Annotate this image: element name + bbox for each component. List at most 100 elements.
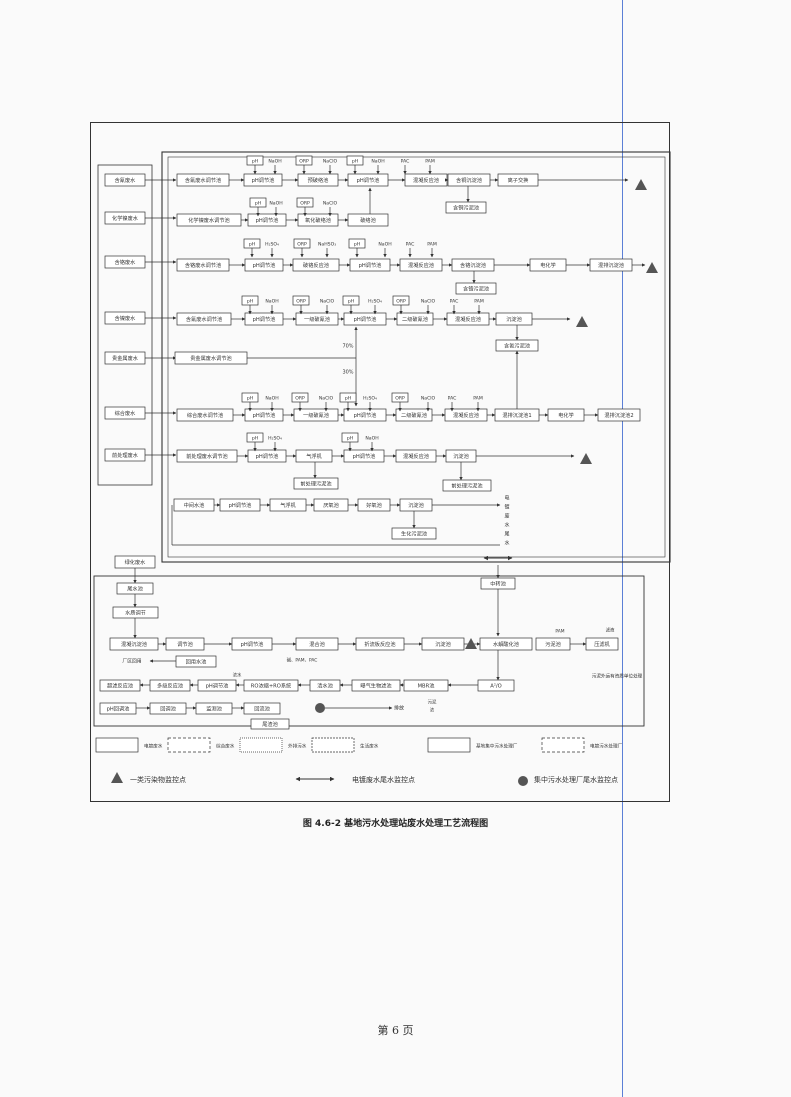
reuse-pool-label: 回用水池 — [186, 658, 207, 666]
row3-dose-7: PAM — [427, 242, 437, 248]
source-precious-metal-label: 贵金属废水 — [112, 354, 139, 362]
row1-dose-5: NaOH — [371, 159, 384, 165]
legend-box-4 — [427, 737, 471, 753]
lower-main-6-label: 水解酸化池 — [493, 640, 519, 648]
row1-dose-2: ORP — [299, 159, 309, 165]
plant-reuse: 厂区回用 — [122, 659, 141, 665]
row7-dose-0: pH — [252, 436, 258, 442]
source-nickel-label: 含镍废水 — [115, 314, 137, 322]
discharge-label: 排放 — [394, 705, 404, 712]
lower-main-7-label: 污泥池 — [545, 640, 561, 648]
row6-unit-1-label: pH调节池 — [253, 411, 276, 419]
row6-dose-3: NaClO — [319, 396, 334, 402]
legend-marker-0: 一类污染物监控点 — [130, 775, 186, 784]
row8-sludge-label: 生化污泥池 — [401, 530, 427, 538]
row1-unit-3-label: pH调节池 — [357, 176, 380, 184]
row8-outlet-char-0: 电 — [504, 495, 509, 502]
row2-dose-2: ORP — [300, 201, 310, 207]
row6-dose-4: pH — [345, 396, 351, 402]
lower-second-6-label: MBR池 — [418, 682, 435, 690]
plating-plant-frame — [161, 151, 671, 563]
row8-outlet-char-1: 镀 — [504, 504, 509, 511]
lower-second-0-label: 超滤反应池 — [107, 682, 133, 690]
lower-second-7-label: A²/O — [490, 684, 501, 690]
row1-unit-6-label: 离子交换 — [508, 176, 530, 184]
row1-dose-0: pH — [252, 159, 258, 165]
row3-dose-0: pH — [249, 242, 255, 248]
row3-dose-5: NaOH — [378, 242, 391, 248]
row1-dose-3: NaClO — [323, 159, 338, 165]
legend-text-4: 基地集中污水处理厂 — [476, 743, 518, 750]
row3-sludge-label: 含铬污泥池 — [463, 285, 489, 293]
legend-marker-2: 集中污水处理厂尾水监控点 — [534, 775, 618, 784]
lower-second-5-label: 曝气生物滤池 — [360, 682, 391, 690]
row8-unit-3-label: 厌氧池 — [323, 501, 339, 509]
row3-monitor-triangle — [646, 262, 658, 273]
row3-unit-0-label: 含铬废水调节池 — [185, 261, 221, 269]
row1-unit-0-label: 含氰废水调节池 — [185, 176, 221, 184]
lower-second-7 — [477, 679, 515, 692]
row4-dose-6: ORP — [396, 299, 406, 305]
row7-sludge-b — [442, 479, 492, 492]
row2-unit-0-label: 化学镍废水调节池 — [188, 216, 230, 224]
legend-box-3 — [311, 737, 355, 753]
row6-dose-5: H₂SO₄ — [363, 396, 377, 402]
row3-sludge — [455, 282, 497, 295]
central-tail-monitor-circle — [315, 703, 325, 713]
figure-caption: 图 4.6-2 基地污水处理站废水处理工艺流程图 — [302, 819, 489, 829]
row5-ratio-a: 70% — [342, 344, 353, 350]
residue-pool-label: 尾渣池 — [262, 720, 278, 728]
row6-unit-6-label: 混排沉淀池1 — [502, 411, 531, 419]
row3-dose-4: pH — [354, 242, 360, 248]
scan-margin-line — [622, 0, 623, 1097]
row4-dose-8: PAC — [450, 299, 459, 305]
row3-dose-3: NaHSO₃ — [318, 242, 336, 248]
lower-second-3-label: RO浓缩+RO系统 — [251, 682, 291, 690]
row3-unit-2-label: 破铬反应池 — [303, 261, 329, 269]
row4-dose-9: PAM — [474, 299, 484, 305]
legend-marker-1: 电镀废水尾水监控点 — [352, 775, 415, 784]
row1-unit-2-label: 预破络池 — [308, 176, 329, 184]
row4-dose-7: NaClO — [421, 299, 436, 305]
row6-unit-0-label: 综合废水调节池 — [187, 411, 223, 419]
row4-sludge-label: 含氰污泥池 — [504, 342, 530, 350]
row5-unit-0-label: 贵金属废水调节池 — [190, 354, 232, 362]
row1-unit-4-label: 混凝反应池 — [413, 176, 439, 184]
row1-sludge — [445, 201, 487, 214]
row8-unit-0-label: 中间水池 — [184, 501, 205, 509]
lower-third-0-label: pH回调池 — [107, 705, 130, 713]
row8-outlet-char-5: 水 — [504, 540, 509, 547]
row4-unit-0-label: 含氰废水调节池 — [186, 315, 222, 323]
row4-unit-6-label: 沉淀池 — [506, 315, 522, 323]
row7-sludge-b-label: 前处理污泥池 — [451, 482, 482, 490]
row6-dose-1: NaOH — [265, 396, 278, 402]
row2-dose-0: pH — [255, 201, 261, 207]
source-green-label: 绿化废水 — [125, 558, 147, 566]
row6-unit-7-label: 电化学 — [558, 411, 574, 419]
row6-dose-7: NaClO — [421, 396, 436, 402]
row4-unit-2-label: 一级破氰池 — [304, 315, 330, 323]
row1-unit-5-label: 含铜沉淀池 — [456, 176, 482, 184]
note-pam: PAM — [555, 629, 564, 635]
reuse-pool — [175, 655, 217, 668]
central-tail-pool-label: 尾水池 — [127, 585, 143, 593]
transfer-pool-label: 中转池 — [490, 580, 506, 588]
row7-dose-2: pH — [347, 436, 353, 442]
legend-box-0 — [95, 737, 139, 753]
lower-main-1-label: 调节池 — [177, 640, 193, 648]
legend-text-0: 电镀废水 — [144, 743, 163, 750]
row1-sludge-label: 含铜污泥池 — [453, 204, 479, 212]
lower-third-2-label: 监测池 — [206, 705, 222, 713]
lower-third-3-label: 回流池 — [254, 705, 270, 713]
row7-unit-1-label: pH调节池 — [256, 452, 279, 460]
row2-unit-3-label: 破络池 — [360, 216, 376, 224]
row8-unit-5-label: 沉淀池 — [408, 501, 424, 509]
legend-circle — [518, 776, 528, 786]
lower-main-8-label: 压滤机 — [594, 640, 610, 648]
row1-dose-7: PAM — [425, 159, 435, 165]
row6-unit-3-label: pH调节池 — [354, 411, 377, 419]
row1-unit-1-label: pH调节池 — [252, 176, 275, 184]
row3-unit-5-label: 含铬沉淀池 — [460, 261, 486, 269]
row7-sludge-a-label: 前处理污泥池 — [300, 480, 331, 488]
lower-main-0-label: 混凝沉淀池 — [121, 640, 147, 648]
